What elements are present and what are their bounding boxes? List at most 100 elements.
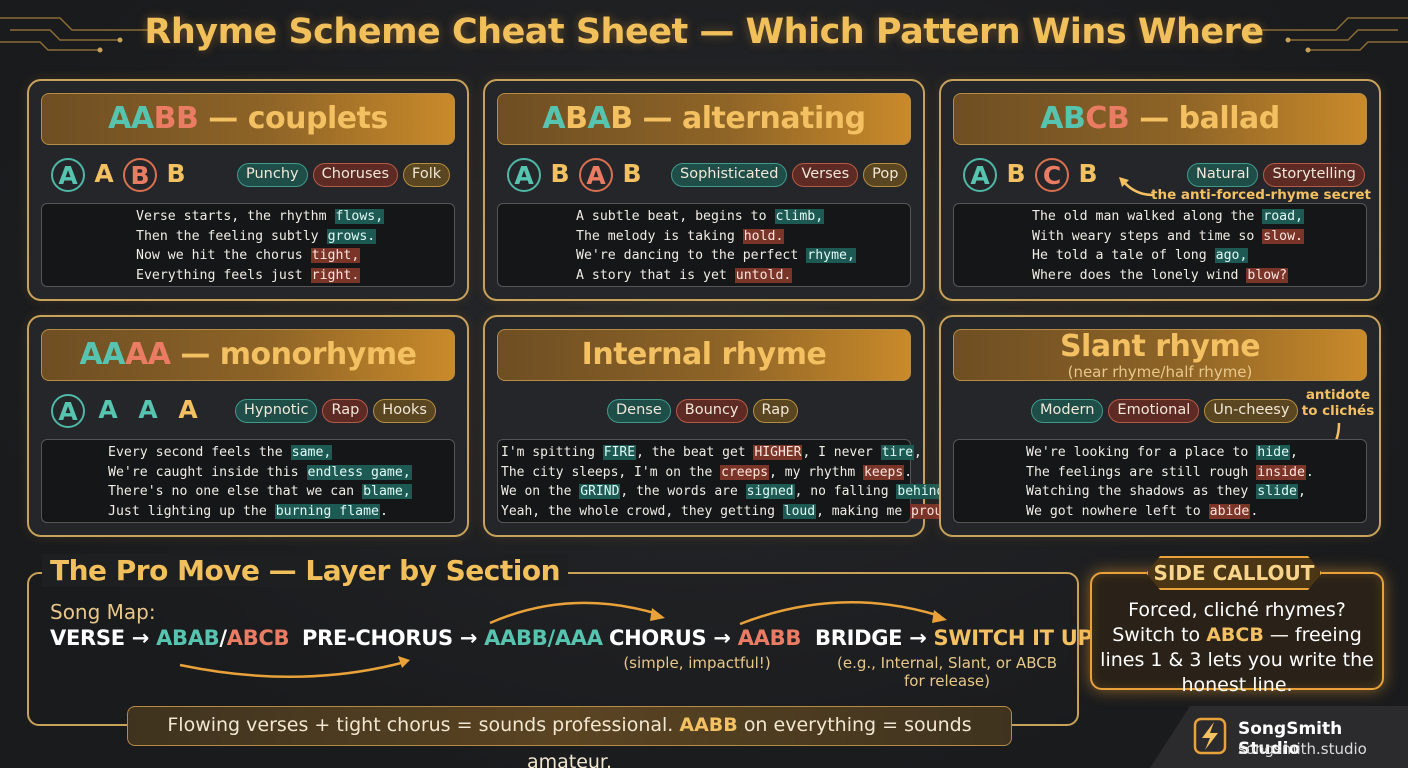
lyrics-box: A subtle beat, begins to climb,The melod… [497,203,911,287]
lyric-text: He told a tale of long [1032,248,1215,264]
heading-part: B [1106,101,1130,136]
lyric-text: The melody is taking [576,228,743,244]
card-heading: Internal rhyme [497,329,911,381]
scheme-letter: C [1035,158,1069,192]
tag-badge: Un-cheesy [1204,399,1299,423]
brand-name: SongSmith Studio [1238,719,1343,759]
rhyme-word: rhyme, [806,248,856,264]
curved-arrow-icon [1119,177,1154,197]
lyrics-box: Every second feels the same, We're caught… [41,439,455,523]
scheme-letter: A [51,394,85,428]
lyrics-box: We're looking for a place to hide,The fe… [953,439,1367,523]
lyric-text: We're caught inside this [108,464,307,480]
tag-badge: Choruses [312,163,398,187]
rhyme-word: tire [880,445,915,460]
heading-part: A [124,337,148,372]
lyric-text: There's no one else that we can [108,484,363,500]
heading-part: B [610,101,633,136]
card-heading-text: Slant rhyme [1060,329,1261,364]
lyric-line: We on the GRIND, the words are signed, n… [501,482,953,502]
scheme-letter: A [94,159,114,188]
lyric-text: , [1297,484,1306,500]
rhyme-word: tight, [310,248,361,264]
rhyme-word: signed [745,484,795,500]
heading-part: Internal rhyme [581,337,827,372]
lyric-text: A story that is yet [576,267,735,283]
lyric-text: Every second feels the [108,445,291,460]
card-heading-text: ABCB — ballad [1040,101,1280,136]
rhyme-word: hold. [742,228,785,244]
heading-part: A [130,101,154,136]
flow-bridge: BRIDGE → SWITCH IT UP [815,626,1093,650]
flow-pre-chorus: PRE-CHORUS → AABB/AAA [302,626,603,650]
lyric-text: , I never [802,445,881,460]
card-heading-text: AABB — couplets [108,101,388,136]
rhyme-word: same, [290,445,333,460]
card-heading: ABAB — alternating [497,93,911,145]
card-heading: ABCB — ballad [953,93,1367,145]
bottom-summary: Flowing verses + tight chorus = sounds p… [127,706,1012,768]
tag-badge: Verses [792,163,859,187]
rhyme-word: abide [1208,503,1251,519]
heading-part: A [147,337,171,372]
lyric-text: , making me [816,503,910,519]
rhyme-word: HIGHER [753,445,803,460]
tag-badge: Rap [322,399,369,423]
heading-part: — ballad [1129,101,1280,136]
tag-badge: Pop [863,163,908,187]
heading-part: A [587,101,611,136]
scheme-letter: B [622,159,642,188]
lyric-text: We got nowhere left to [1026,503,1209,519]
side-callout-text: Forced, cliché rhymes? Switch to ABCB — … [1100,599,1374,696]
card-heading-text: Internal rhyme [582,337,827,372]
card-slant-rhyme: Slant rhyme(near rhyme/half rhyme) Moder… [939,315,1381,537]
card-heading: Slant rhyme(near rhyme/half rhyme) [953,329,1367,381]
tag-badge: Punchy [237,163,308,187]
card-note: antidote to clichés [1301,387,1375,419]
heading-part: A [79,337,103,372]
tag-badge: Hooks [373,399,436,423]
rhyme-word: blame, [362,484,412,500]
lyric-text: I'm spitting [501,445,603,460]
lyric-text: We're looking for a place to [1026,445,1257,460]
scheme-letter: B [1078,159,1098,188]
heading-part: B [1063,101,1086,136]
heading-part: A [1040,101,1064,136]
scheme-letter: A [178,395,198,424]
brand-url: songsmith.studio [1238,740,1367,758]
lyric-text: The feelings are still rough [1026,464,1257,480]
rhyme-word: grows. [326,228,377,244]
tag-badge: Bouncy [675,399,748,423]
heading-part: B [175,101,199,136]
heading-part: B [153,101,177,136]
heading-part: — monorhyme [170,337,417,372]
lyric-text: Where does the lonely wind [1032,267,1247,283]
lyric-line: Verse starts, the rhythm flows, [136,207,454,227]
card-subheading: (near rhyme/half rhyme) [1067,363,1253,381]
lyric-line: Where does the lonely wind blow? [1032,266,1366,286]
flow-chorus: CHORUS → AABB [609,626,802,650]
lyric-text: Yeah, the whole crowd, they getting [501,503,783,519]
lyric-line: We got nowhere left to abide. [1026,502,1366,522]
scheme-letter: A [51,158,85,192]
rhyme-word: loud [782,503,817,519]
lyric-line: The city sleeps, I'm on the creeps, my r… [501,463,912,483]
lyric-text: , [914,445,922,460]
lyric-text: , no falling [794,484,897,500]
scheme-letter: A [507,158,541,192]
rhyme-word: flows, [334,209,385,224]
scheme-letter: A [963,158,997,192]
lyric-text: Everything feels just [136,267,311,283]
card-heading: AAAA — monorhyme [41,329,455,381]
pro-move-title: The Pro Move — Layer by Section [42,554,569,587]
lyric-line: I'm spitting FIRE, the beat get HIGHER, … [501,443,922,463]
